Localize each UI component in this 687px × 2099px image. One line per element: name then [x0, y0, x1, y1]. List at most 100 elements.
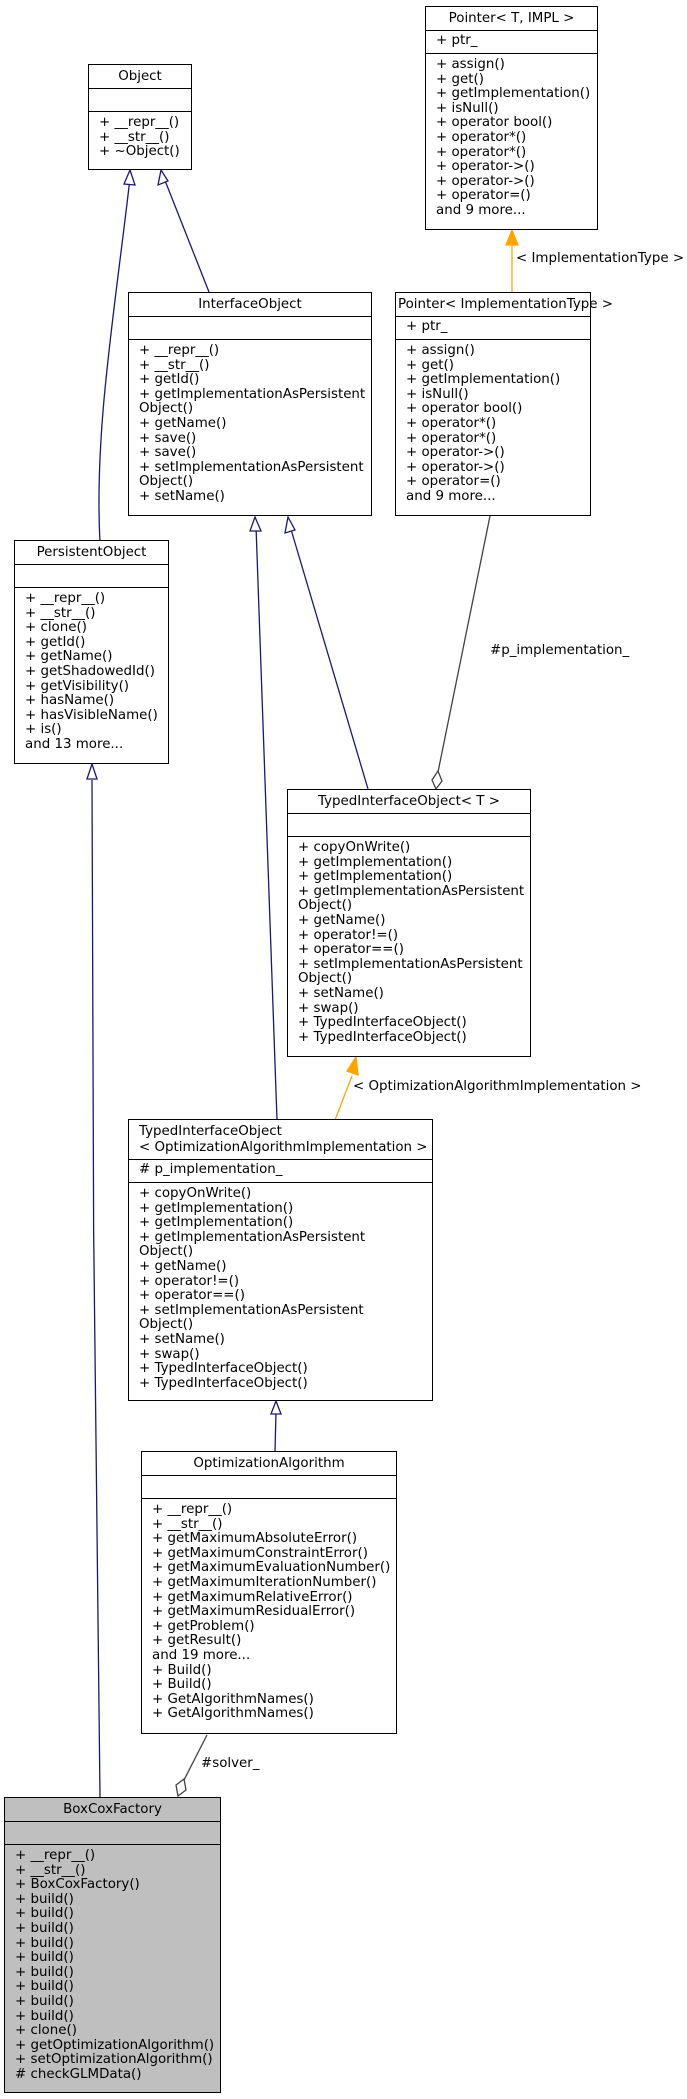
- class-attributes: [89, 89, 191, 112]
- member-line: and 13 more...: [25, 736, 124, 752]
- member-line: + operator!=(): [298, 927, 399, 943]
- member-line: + getImplementation(): [139, 1215, 294, 1231]
- class-attributes: [288, 814, 530, 837]
- member-line: + build(): [15, 2008, 74, 2024]
- member-line: + ptr_: [406, 319, 448, 334]
- edge-solver: [183, 1734, 208, 1781]
- member-line: + getImplementation(): [139, 1200, 294, 1216]
- class-methods: + __repr__()+ __str__()+ clone()+ getId(…: [15, 588, 168, 757]
- class-pointer-implementation-type[interactable]: Pointer< ImplementationType > + ptr_ + a…: [395, 292, 613, 516]
- class-title: InterfaceObject: [129, 293, 371, 317]
- member-line: Object(): [139, 1317, 194, 1333]
- member-line: + getName(): [298, 912, 386, 928]
- member-line: + getMaximumEvaluationNumber(): [152, 1560, 391, 1576]
- member-line: + Build(): [152, 1677, 212, 1693]
- member-line: + BoxCoxFactory(): [15, 1877, 140, 1893]
- member-line: + getShadowedId(): [25, 663, 155, 679]
- class-methods: + copyOnWrite()+ getImplementation() + ge…: [288, 837, 530, 1049]
- member-line: + swap(): [298, 1000, 359, 1016]
- class-optimization-algorithm[interactable]: OptimizationAlgorithm + __repr__()+ __st…: [141, 1451, 397, 1734]
- member-line: + assign(): [406, 343, 475, 358]
- member-line: + operator->(): [436, 173, 535, 189]
- edge-typed-oai-interfaceobject: [255, 525, 278, 1121]
- class-attributes: + ptr_: [396, 317, 590, 340]
- member-line: + build(): [15, 1906, 74, 1922]
- member-line: and 9 more...: [436, 202, 526, 218]
- member-line: + save(): [139, 445, 197, 461]
- member-line: + __repr__(): [139, 343, 220, 358]
- member-line: + getMaximumIterationNumber(): [152, 1574, 377, 1590]
- member-line: + operator*(): [436, 129, 527, 145]
- member-line: + TypedInterfaceObject(): [298, 1029, 467, 1045]
- class-title: TypedInterfaceObject< T >: [288, 790, 530, 814]
- class-interface-object[interactable]: InterfaceObject + __repr__()+ __str__()+…: [128, 292, 372, 516]
- member-line: + setImplementationAsPersistent: [139, 1302, 364, 1318]
- member-line: + operator*(): [406, 430, 497, 446]
- arrowhead-filled: [346, 1055, 359, 1076]
- member-line: + clone(): [25, 620, 87, 636]
- class-object[interactable]: Object + __repr__()+ __str__()+ ~Object(…: [88, 64, 192, 170]
- edge-persistentobject-object: [98, 177, 131, 544]
- class-typed-interface-object-oai[interactable]: TypedInterfaceObject< OptimizationAlgori…: [128, 1119, 433, 1401]
- member-line: + operator==(): [139, 1288, 245, 1304]
- member-line: + getMaximumResidualError(): [152, 1604, 356, 1620]
- member-line: + operator!=(): [139, 1273, 240, 1289]
- member-line: + getName(): [139, 1258, 227, 1274]
- class-methods: + __repr__()+ __str__()+ BoxCoxFactory()…: [5, 1845, 220, 2087]
- edge-interfaceobject-object: [163, 177, 210, 293]
- member-line: and 19 more...: [152, 1647, 251, 1663]
- member-line: + is(): [25, 722, 62, 738]
- member-line: + getImplementation(): [298, 854, 453, 870]
- member-line: + __str__(): [139, 357, 210, 373]
- member-line: + getVisibility(): [25, 678, 130, 694]
- member-line: + build(): [15, 1964, 74, 1980]
- member-line: TypedInterfaceObject: [139, 1124, 282, 1139]
- member-line: + operator bool(): [436, 115, 553, 131]
- member-line: + copyOnWrite(): [298, 840, 411, 855]
- arrowhead-hollow: [284, 515, 296, 534]
- member-line: + getMaximumConstraintError(): [152, 1545, 368, 1561]
- class-pointer-t-impl[interactable]: Pointer< T, IMPL > + ptr_ + assign()+ ge…: [425, 6, 598, 230]
- member-line: + hasVisibleName(): [25, 707, 158, 723]
- class-box-cox-factory[interactable]: BoxCoxFactory + __repr__()+ __str__()+ B…: [4, 1797, 221, 2093]
- member-line: + build(): [15, 1891, 74, 1907]
- member-line: + __str__(): [99, 129, 170, 145]
- member-line: + getId(): [25, 634, 86, 650]
- edge-optalg-typed: [274, 1411, 277, 1452]
- member-line: + __repr__(): [99, 115, 180, 130]
- member-line: + getImplementationAsPersistent: [139, 386, 366, 402]
- member-line: + operator bool(): [406, 401, 523, 417]
- member-line: + GetAlgorithmNames(): [152, 1691, 314, 1707]
- arrowhead-hollow: [249, 515, 262, 532]
- member-line: # p_implementation_: [139, 1162, 283, 1177]
- member-line: + getOptimizationAlgorithm(): [15, 2037, 215, 2053]
- edge-label-optimization-algorithm-implementation: < OptimizationAlgorithmImplementation >: [353, 1079, 642, 1094]
- member-line: + assign(): [436, 57, 505, 72]
- member-line: + getName(): [25, 649, 113, 665]
- class-persistent-object[interactable]: PersistentObject + __repr__()+ __str__()…: [14, 540, 169, 764]
- member-line: Object(): [298, 898, 353, 914]
- member-line: and 9 more...: [406, 488, 496, 504]
- arrowhead-filled: [505, 228, 519, 246]
- edge-label-implementation-type: < ImplementationType >: [516, 251, 685, 266]
- class-attributes: [142, 1476, 396, 1499]
- member-line: + build(): [15, 1979, 74, 1995]
- class-methods: + copyOnWrite()+ getImplementation()+ ge…: [129, 1183, 432, 1395]
- member-line: + setImplementationAsPersistent: [298, 956, 523, 972]
- member-line: + Build(): [152, 1662, 212, 1678]
- member-line: + operator->(): [436, 159, 535, 175]
- member-line: + clone(): [15, 2023, 77, 2039]
- member-line: + swap(): [139, 1346, 200, 1362]
- class-attributes: # p_implementation_: [129, 1160, 432, 1183]
- member-line: + getResult(): [152, 1633, 242, 1649]
- member-line: + save(): [139, 430, 197, 446]
- class-typed-interface-object-t[interactable]: TypedInterfaceObject< T > + copyOnWrite(…: [287, 789, 531, 1057]
- member-line: + __repr__(): [15, 1848, 96, 1863]
- member-line: + getId(): [139, 372, 200, 388]
- class-attributes: [15, 565, 168, 588]
- member-line: Object(): [139, 1244, 194, 1260]
- edge-typed-template: [334, 1075, 353, 1121]
- member-line: + TypedInterfaceObject(): [139, 1361, 308, 1377]
- member-line: + getMaximumRelativeError(): [152, 1589, 353, 1605]
